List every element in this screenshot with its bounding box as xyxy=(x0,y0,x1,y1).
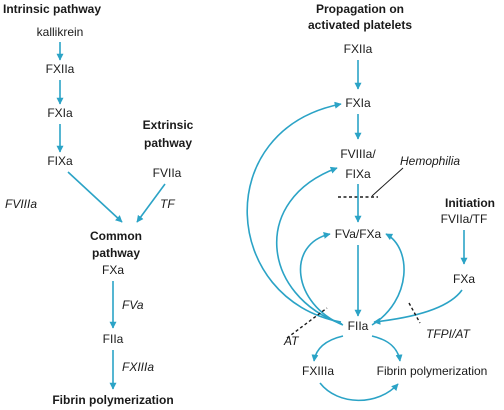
fviia-tf-label: FVIIa/TF xyxy=(441,212,488,226)
feedback-arrow-fiia-fviiia xyxy=(275,166,343,325)
arrow-fxa-fiia-initiation xyxy=(373,289,463,325)
extrinsic-pathway-title-line2: pathway xyxy=(144,136,192,150)
arrow-fviia-common xyxy=(136,183,166,223)
at-block-line xyxy=(286,307,328,339)
kallikrein-label: kallikrein xyxy=(37,25,84,39)
fva-cofactor-label: FVa xyxy=(122,298,144,312)
fxiia-label-right: FXIIa xyxy=(344,42,373,56)
tf-cofactor-label: TF xyxy=(160,197,175,211)
fxia-label-left: FXIa xyxy=(47,106,73,120)
common-pathway-title-line2: pathway xyxy=(92,246,140,260)
fviiia-label-right-line1: FVIIIa/ xyxy=(340,147,376,161)
arrow-fixa-common xyxy=(67,171,123,223)
fibrin-polymerization-label-left: Fibrin polymerization xyxy=(52,393,173,407)
feedback-arrow-fiia-fvafxa-left xyxy=(299,231,344,326)
fva-fxa-label: FVa/FXa xyxy=(335,227,382,241)
intrinsic-pathway-title: Intrinsic pathway xyxy=(3,2,101,16)
fxiiia-label-right: FXIIIa xyxy=(302,364,334,378)
fixa-label-left: FIXa xyxy=(47,154,73,168)
common-pathway-title-line1: Common xyxy=(90,229,142,243)
fiia-label-left: FIIa xyxy=(103,332,124,346)
feedback-arrow-fiia-fvafxa-right xyxy=(371,233,405,326)
fxa-label-left: FXa xyxy=(102,263,124,277)
fxiiia-cofactor-label: FXIIIa xyxy=(122,360,154,374)
tfpi-at-label: TFPI/AT xyxy=(426,327,471,341)
propagation-title-line1: Propagation on xyxy=(316,2,404,16)
fviiia-cofactor-label: FVIIIa xyxy=(5,197,37,211)
initiation-title: Initiation xyxy=(445,196,495,210)
arrow-fiia-fxiiia xyxy=(311,335,344,362)
fxia-label-right: FXIa xyxy=(345,96,371,110)
tfpi-at-block-line xyxy=(408,302,421,324)
arrow-fiia-fibrin xyxy=(371,335,403,362)
arrow-fxiiia-fibrin xyxy=(319,382,399,402)
feedback-arrow-fiia-fxia xyxy=(246,101,342,323)
at-label: AT xyxy=(283,334,300,348)
hemophilia-label: Hemophilia xyxy=(400,154,460,168)
fxiia-label-left: FXIIa xyxy=(46,62,75,76)
fviia-label-left: FVIIa xyxy=(153,166,182,180)
hemophilia-pointer xyxy=(371,167,404,197)
propagation-title-line2: activated platelets xyxy=(308,18,412,32)
fibrin-polymerization-label-right: Fibrin polymerization xyxy=(377,364,488,378)
extrinsic-pathway-title-line1: Extrinsic xyxy=(143,118,194,132)
fixa-label-right-line2: FIXa xyxy=(345,167,371,181)
fxa-label-right: FXa xyxy=(453,272,475,286)
fiia-label-right: FIIa xyxy=(348,319,369,333)
